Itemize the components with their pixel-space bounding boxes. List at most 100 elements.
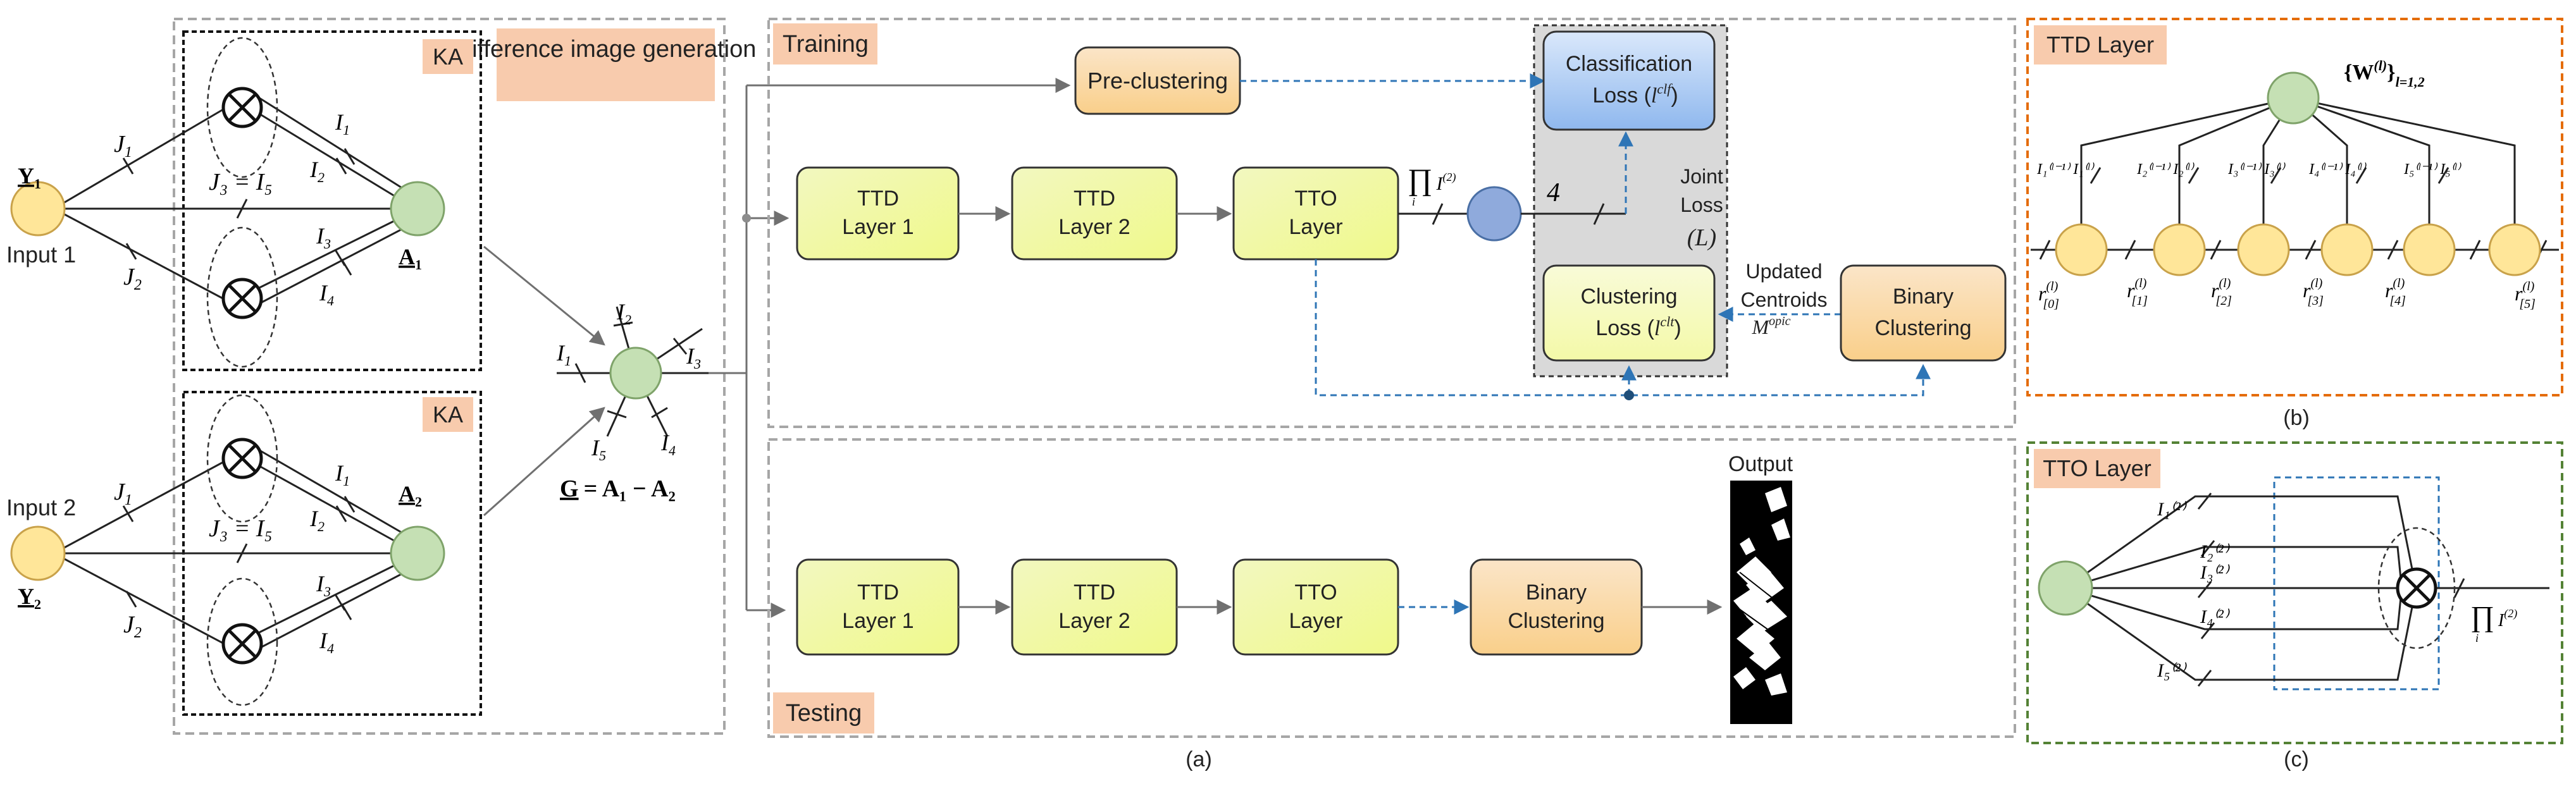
ttd-r-label-2: r(l)[2]: [2211, 276, 2232, 308]
ttd-core-node: [2055, 223, 2108, 276]
g-node: [609, 347, 662, 400]
train-tto-box: [1232, 166, 1399, 261]
j3-eq-i5-label-bottom: J₃ = I₅: [209, 515, 273, 542]
ttd-r-label-0: r(l)[0]: [2038, 279, 2059, 311]
ttd-i-label-1: I₁⁽ˡ⁻¹⁾ I₁⁽ˡ⁾: [2036, 161, 2095, 178]
ka-top-ellipse-lower: [206, 226, 278, 368]
training-panel: Training Pre-clustering TTD Layer 1 TTD …: [767, 18, 2016, 428]
g-i4-label: I4: [660, 430, 676, 458]
train-ttd1-box: [796, 166, 960, 261]
clustering-loss-box: [1542, 264, 1716, 362]
a1-to-g-arrow: [483, 245, 605, 346]
i3-label-bottom: I3: [316, 571, 331, 599]
y1-label: Y1: [18, 163, 41, 192]
train-ttd2-line2: Layer 2: [1058, 215, 1130, 239]
i4-label-bottom: I4: [319, 628, 334, 656]
ka-top-edges: [53, 97, 411, 305]
otimes-node: [221, 87, 263, 128]
ttd-core-node: [2320, 223, 2374, 276]
joint-loss-line2: Loss: [1680, 193, 1723, 216]
test-ttd2-line2: Layer 2: [1058, 609, 1130, 633]
difference-title-line: Difference image generation: [455, 36, 757, 63]
ka-bottom-ellipse-upper: [206, 394, 278, 523]
ka-top-box: [182, 30, 482, 371]
tto-input-node: [2038, 560, 2093, 616]
input1-label: Input 1: [6, 242, 76, 267]
tto-output-tick: [1432, 203, 1444, 225]
tto-layer-panel: TTO Layer I₁⁽²⁾ I₂⁽²⁾ I₃⁽²⁾ I₄⁽²⁾ I₅⁽: [2026, 441, 2563, 744]
tto-layer-title: TTO Layer: [2043, 455, 2151, 481]
tto-i-label-4: I₄⁽²⁾: [2200, 606, 2230, 627]
j1-label: J1: [114, 131, 132, 161]
difference-panel-border: [173, 18, 726, 735]
latent-node: [1466, 186, 1522, 242]
testing-tag: [773, 692, 874, 734]
tto-i-label-5: I₅⁽²⁾: [2157, 660, 2187, 681]
ka-top-label: KA: [433, 44, 463, 70]
panel-a-caption: (a): [1186, 747, 1212, 771]
testing-label: Testing: [786, 700, 862, 727]
ka-bottom-ellipse-lower: [206, 577, 278, 706]
otimes-node: [2396, 567, 2437, 609]
output-label: Output: [1728, 452, 1793, 476]
ttd-w-links: [2031, 97, 2559, 251]
tto-i-label-2: I₂⁽²⁾: [2200, 541, 2230, 562]
y2-label: Y2: [18, 584, 41, 612]
tto-i-label-3: I₃⁽²⁾: [2200, 562, 2230, 583]
ttd-r-label-3: r(l)[3]: [2303, 276, 2324, 308]
tto-edges: [2065, 493, 2549, 687]
ttd-core-node: [2237, 223, 2290, 276]
a1-node: [390, 181, 445, 236]
ttd-i-label-3: I₃⁽ˡ⁻¹⁾ I₃⁽ˡ⁾: [2227, 161, 2286, 178]
clustloss-line1: Clustering: [1580, 285, 1677, 309]
j1-label-bottom: J1: [114, 479, 132, 508]
i3-label-top: I3: [316, 223, 331, 252]
a2-node: [390, 525, 445, 581]
test-ttd2-line1: TTD: [1074, 580, 1115, 605]
train-tto-line2: Layer: [1289, 215, 1342, 239]
ttd-r-label-4: r(l)[4]: [2385, 276, 2406, 308]
preclustering-label: Pre-clustering: [1087, 68, 1228, 94]
g-i1-label: I1: [556, 340, 571, 369]
test-tto-line1: TTO: [1294, 580, 1337, 605]
testing-border: [767, 438, 2016, 738]
input2-label: Input 2: [6, 494, 76, 520]
train-ttd1-line2: Layer 1: [842, 215, 913, 239]
i1-label-top: I1: [335, 109, 350, 138]
train-ttd1-line1: TTD: [857, 187, 899, 211]
train-binary-box: [1840, 264, 2007, 362]
test-tto-box: [1232, 558, 1399, 656]
j2-label-bottom: J2: [123, 611, 142, 641]
ttd-core-node: [2403, 223, 2456, 276]
m-opic-label: Mopic: [1751, 314, 1790, 338]
ka-bottom-tag: [423, 397, 473, 432]
centroids-label: Centroids: [1741, 288, 1828, 311]
otimes-node: [221, 438, 263, 479]
tto-layer-border: [2026, 441, 2563, 744]
training-border: [767, 18, 2016, 428]
tto-layer-tag: [2034, 449, 2160, 488]
latent-tick: [1593, 203, 1605, 225]
testing-panel: Testing TTD Layer 1 TTD Layer 2 TTO Laye…: [767, 438, 2016, 738]
test-ttd2-box: [1011, 558, 1178, 656]
difference-image-panel: Difference image generation KA KA: [6, 18, 1071, 735]
test-ttd1-box: [796, 558, 960, 656]
i4-label-top: I4: [319, 280, 334, 309]
test-binary-line1: Binary: [1526, 580, 1587, 605]
ka-bottom-edges: [53, 449, 411, 649]
input2-node: [10, 525, 66, 581]
train-prod-label: ∏I(2): [1408, 163, 1456, 197]
i1-label-bottom: I1: [335, 460, 350, 489]
test-tto-line2: Layer: [1289, 609, 1342, 633]
ttd-w-node: [2267, 71, 2320, 125]
ttd-w-set: {W(l)}l=1,2: [2344, 58, 2425, 90]
ttd-ticks: [2039, 167, 2548, 260]
test-binary-box: [1470, 558, 1643, 656]
input1-node: [10, 181, 66, 236]
tto-ellipse: [2377, 527, 2456, 649]
difference-title-tag: [497, 28, 715, 101]
joint-loss-symbol: (L): [1687, 224, 1716, 251]
a2-label: A2: [399, 481, 422, 510]
ttd-layer-title: TTD Layer: [2047, 32, 2154, 58]
